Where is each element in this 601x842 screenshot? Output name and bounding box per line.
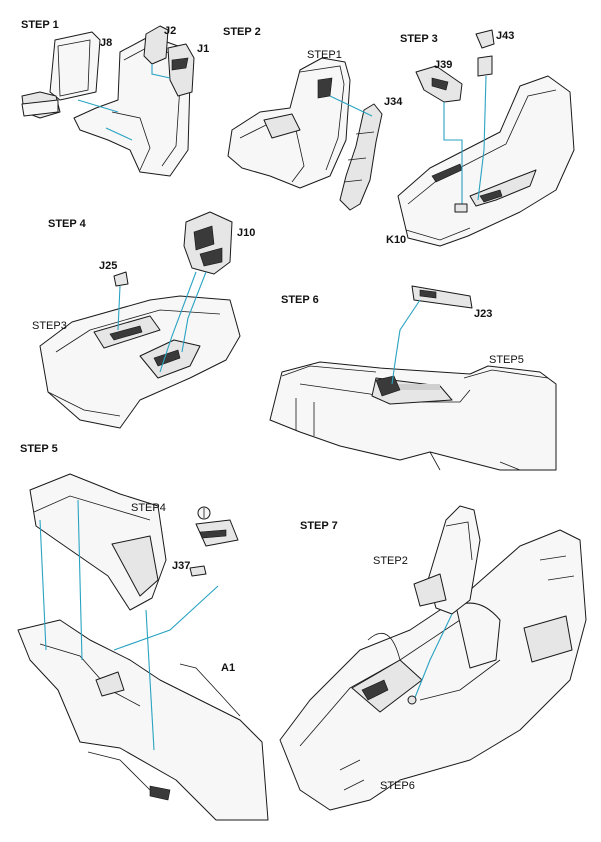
access-panel [523,615,573,663]
side-part-j1 [167,43,195,97]
cockpit-tub-step3 [39,295,241,429]
step3-guide-line [443,102,463,206]
part-label-j2: J2 [164,25,177,37]
part-label-j8: J8 [100,37,113,49]
step3-title: STEP 3 [400,33,438,45]
part-label-j34: J34 [384,96,403,108]
cockpit-tub-k10 [397,75,575,247]
step2-guide-line [329,95,373,117]
step2-drawing [227,57,383,211]
step6-drawing [269,285,557,471]
headrest-part-j2 [143,25,169,65]
part-label-k10: K10 [386,234,407,246]
step7-title: STEP 7 [300,520,338,532]
part-j34 [339,103,383,211]
step1-guide-line [151,64,171,79]
part-label-j39: J39 [434,59,453,71]
step5-guide-line [113,585,219,651]
part-label-j1: J1 [197,43,210,55]
step7-guide-line [413,613,453,701]
step4-title: STEP 4 [48,218,86,230]
fuselage-step6 [279,529,587,811]
seat-back-part-j8 [49,31,101,101]
step4-guide-line [117,285,121,331]
step6-title: STEP 6 [281,294,319,306]
step5-ref-step4: STEP4 [131,502,166,514]
part-label-a1: A1 [221,662,236,674]
part-label-j43: J43 [496,30,515,42]
fuselage-a1 [17,619,269,821]
step4-drawing [39,211,241,429]
step1-guide-line [105,127,133,141]
step4-ref-step3: STEP3 [32,320,67,332]
step1-drawing [21,25,195,177]
step4-guide-line [159,271,197,373]
part-j43 [475,29,495,49]
part-label-j23: J23 [474,308,493,320]
step5-guide-line [145,609,155,751]
step2-title: STEP 2 [223,26,261,38]
part-label-j25: J25 [99,260,118,272]
part-j25 [113,271,129,287]
step3-guide-line [477,75,487,201]
step6-ref-step5: STEP5 [489,354,524,366]
step2-ref-step1: STEP1 [307,49,342,61]
part-label-j10: J10 [237,227,256,239]
step5-guide-line [77,499,83,661]
step7-ref-step2: STEP2 [373,555,408,567]
step4-guide-line [181,271,207,353]
part-j23 [411,285,473,309]
part-label-j37: J37 [172,560,191,572]
step7-drawing [279,505,587,811]
fuselage-step5 [269,361,557,471]
step1-guide-line [77,99,119,113]
step5-title: STEP 5 [20,443,58,455]
step5-guide-line [39,519,47,651]
step7-ref-step6: STEP6 [380,780,415,792]
step5-drawing [17,473,269,821]
step6-guide-line [391,299,421,385]
step1-title: STEP 1 [21,19,59,31]
step3-drawing [397,29,575,247]
